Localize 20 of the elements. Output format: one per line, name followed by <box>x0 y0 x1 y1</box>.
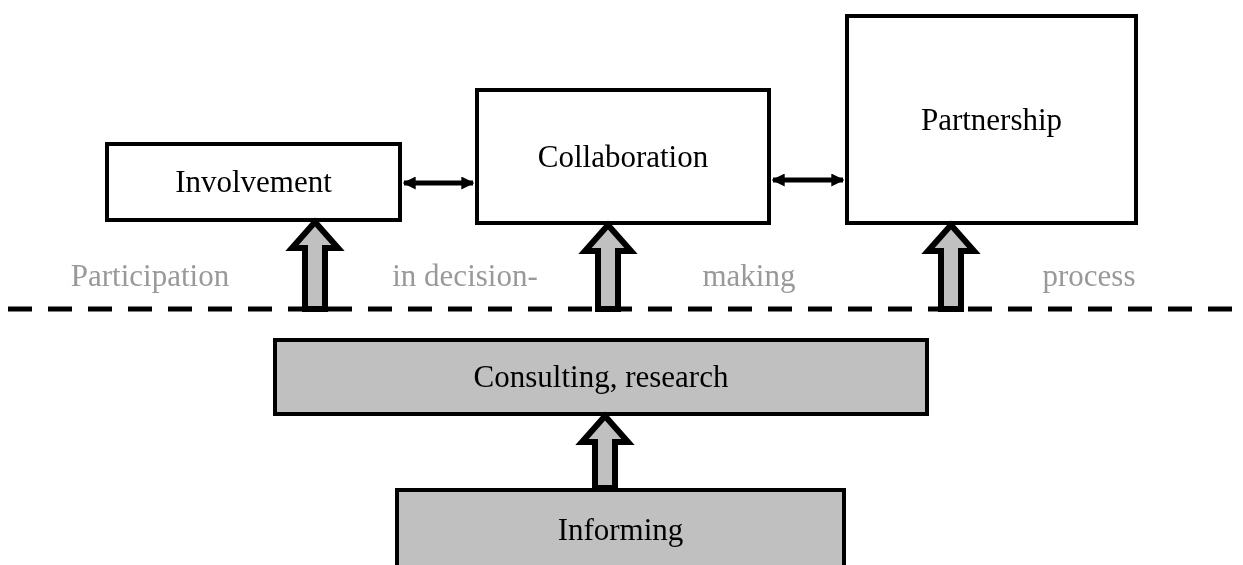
double-arrow <box>771 173 845 187</box>
phrase-label: Participation <box>70 258 230 294</box>
stage-name: Partnership <box>920 102 1063 138</box>
stage-name: Collaboration <box>537 138 709 175</box>
stage-box <box>845 14 1138 225</box>
stage-name: Informing <box>557 512 684 548</box>
stage-box <box>395 488 846 565</box>
block-arrow <box>285 217 345 312</box>
phrase-label: process <box>1042 258 1136 294</box>
phrase-label: in decision- <box>392 258 538 294</box>
block-arrow <box>578 220 638 312</box>
phrase-label: making <box>702 258 796 294</box>
stage-box <box>475 88 771 225</box>
stage-box <box>105 142 402 222</box>
block-arrow <box>921 220 981 312</box>
stage-name: Involvement <box>175 164 332 200</box>
stage-name: Consulting, research <box>473 359 729 395</box>
double-arrow <box>402 176 475 190</box>
block-arrow <box>575 411 635 491</box>
stage-box <box>273 338 929 416</box>
